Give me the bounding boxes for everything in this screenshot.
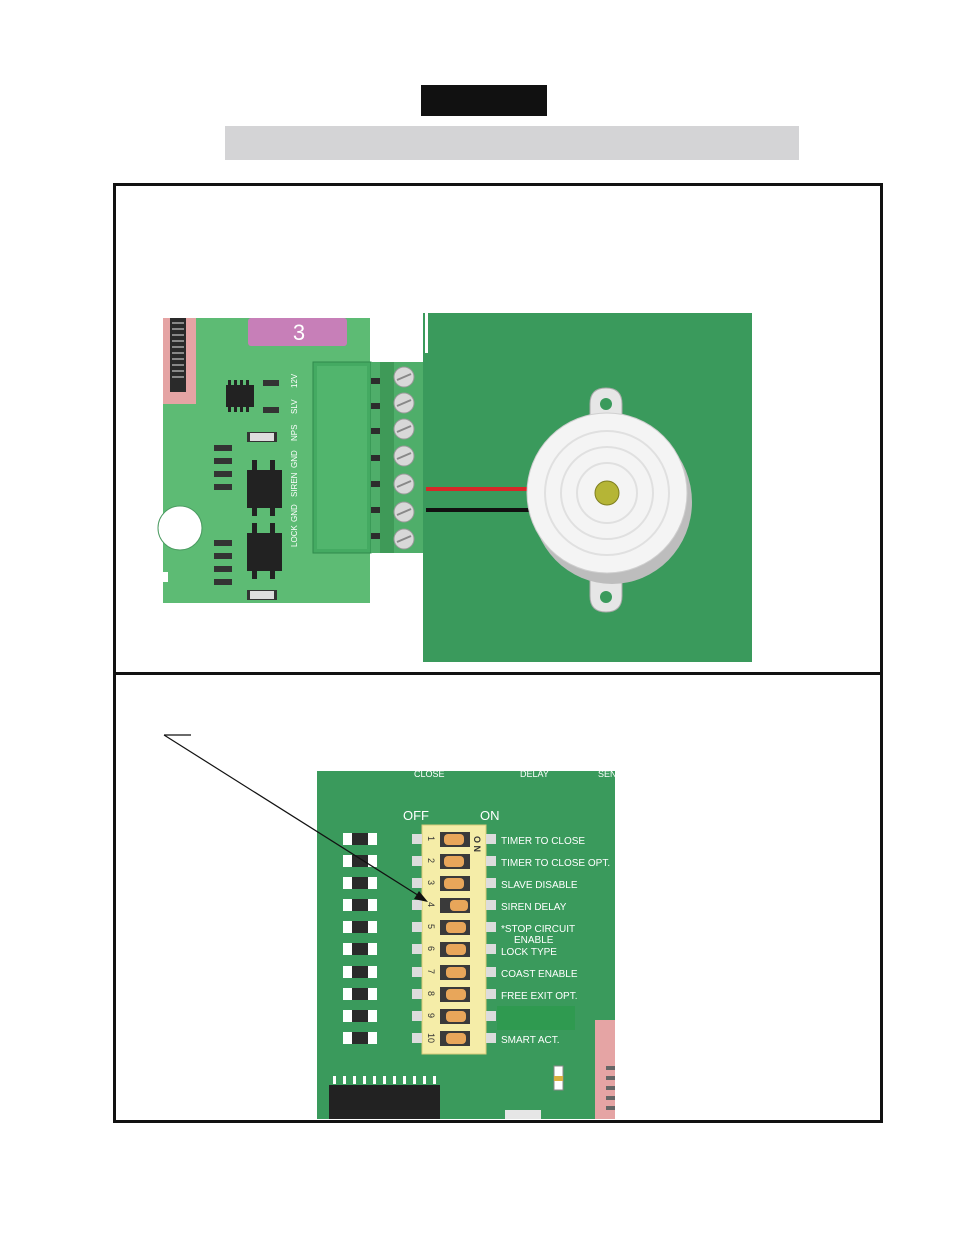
fuse-label: 3 <box>293 320 305 345</box>
terminal-label-slv: SLV <box>290 399 299 414</box>
switch-number-8: 8 <box>426 991 436 996</box>
terminal-label-lock: LOCK <box>290 525 299 547</box>
pointer-arrow <box>163 734 428 902</box>
terminal-label-12v: 12V <box>290 373 299 388</box>
switch-number-10: 10 <box>426 1033 436 1043</box>
fuse <box>248 318 347 346</box>
siren-icon <box>526 387 692 613</box>
on-label: ON <box>480 808 500 823</box>
switch-number-6: 6 <box>426 946 436 951</box>
terminal-label-gnd-1: GND <box>290 450 299 468</box>
control-board: 3 <box>157 318 372 603</box>
switch-number-7: 7 <box>426 969 436 974</box>
switch-label-6: LOCK TYPE <box>501 947 557 958</box>
switch-label-4: SIREN DELAY <box>501 902 567 913</box>
switch-number-4: 4 <box>426 902 436 907</box>
header-label-delay: DELAY <box>520 769 549 779</box>
terminal-label-nps: NPS <box>290 425 299 441</box>
switch-label-2: TIMER TO CLOSE OPT. <box>501 858 610 869</box>
dip-switch-actuators <box>444 834 468 1044</box>
switch-label-5-line2: ENABLE <box>514 935 554 946</box>
bottom-panel <box>113 672 883 1123</box>
switch-label-1: TIMER TO CLOSE <box>501 836 585 847</box>
title-bar <box>421 85 547 116</box>
switch-label-8: FREE EXIT OPT. <box>501 991 578 1002</box>
terminal-label-siren: SIREN <box>290 472 299 497</box>
switch-label-7: COAST ENABLE <box>501 969 578 980</box>
switch-number-5: 5 <box>426 924 436 929</box>
terminal-label-gnd-2: GND <box>290 504 299 522</box>
subtitle-bar <box>225 126 799 160</box>
switch-number-2: 2 <box>426 858 436 863</box>
switch-label-5: *STOP CIRCUIT <box>501 924 575 935</box>
dip-switch-board: CLOSE DELAY SEN OFF ON <box>317 769 617 1119</box>
switch-number-3: 3 <box>426 880 436 885</box>
label-cover <box>497 1006 575 1030</box>
off-label: OFF <box>403 808 429 823</box>
header-label-sen: SEN <box>598 769 617 779</box>
switch-number-1: 1 <box>426 836 436 841</box>
siren-wires <box>426 487 530 512</box>
terminal-block <box>371 362 426 553</box>
on-marker: O N <box>472 836 482 852</box>
resistor-column <box>343 833 377 1044</box>
header-label-close: CLOSE <box>414 769 445 779</box>
switch-label-10: SMART ACT. <box>501 1035 560 1046</box>
switch-number-9: 9 <box>426 1013 436 1018</box>
switch-label-3: SLAVE DISABLE <box>501 880 578 891</box>
